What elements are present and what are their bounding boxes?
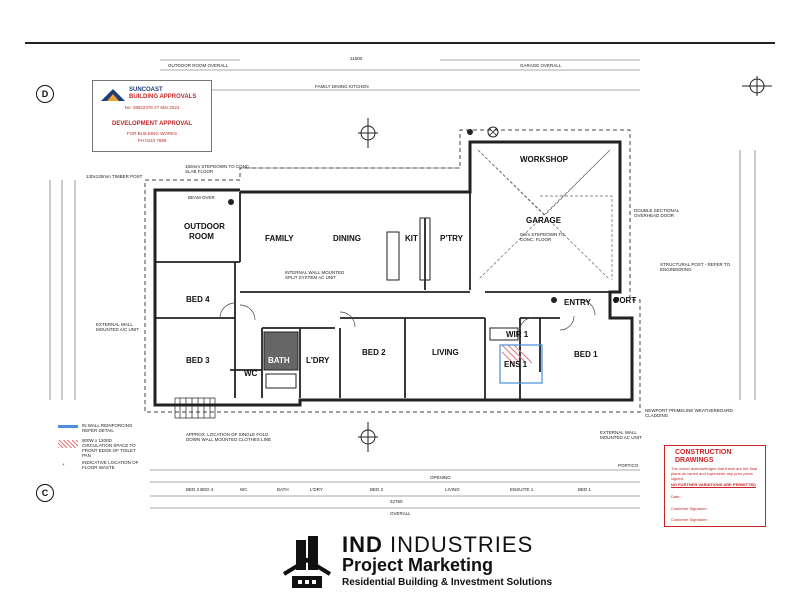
dim-living: LIVING <box>445 487 460 492</box>
note-timber-post: 130x130mm TIMBER POST <box>86 174 143 179</box>
construction-sig-1: Customer Signature: <box>671 506 708 511</box>
room-pantry: P'TRY <box>440 234 463 243</box>
room-laundry: L'DRY <box>306 356 330 365</box>
stamp-brand-2: BUILDING APPROVALS <box>129 94 197 100</box>
room-bed-4: BED 4 <box>186 295 210 304</box>
room-dining: DINING <box>333 234 361 243</box>
note-garage-stepdown: 0mm STEPDOWN TO CONC. FLOOR <box>520 232 565 242</box>
grid-marker-c: C <box>36 484 54 502</box>
construction-variations: NO FURTHER VARIATIONS ARE PERMITTED <box>671 482 757 487</box>
room-wir-1: WIR 1 <box>506 330 529 339</box>
dim-overall-bottom: OVERALL <box>390 511 411 516</box>
dim-bath: BATH <box>277 487 289 492</box>
stamp-ref: No: 39922376 27 Mar 2024 <box>124 105 180 110</box>
note-beam-over: BEAM OVER <box>188 195 215 200</box>
note-clothes-line: APPROX. LOCATION OF SINGLE FOLD DOWN WAL… <box>186 432 272 442</box>
footer-brand-rest: INDUSTRIES <box>390 532 534 557</box>
dim-opening: OPENING <box>430 475 451 480</box>
construction-sig-2: Customer Signature: <box>671 517 708 522</box>
dim-ensuite: ENSUITE 1 <box>510 487 534 492</box>
stamp-line-2: PH 0410 7888 <box>137 138 167 143</box>
note-stepdown: 160mm STEPDOWN TO CONC. SLAB FLOOR <box>185 164 251 174</box>
dim-bed-3-4: BED 3 BED 4 <box>186 487 214 492</box>
dim-bed-2: BED 2 <box>370 487 384 492</box>
note-ext-ac-2: EXTERNAL WALL MOUNTED AC UNIT <box>600 430 642 440</box>
construction-title-1: CONSTRUCTION <box>675 449 732 456</box>
legend-text-floor-waste: INDICATIVE LOCATION OF FLOOR WASTE <box>82 460 139 470</box>
stamp-line-1: FOR BUILDING WORKS <box>126 131 178 136</box>
floor-plan <box>49 59 772 509</box>
room-entry: ENTRY <box>564 298 591 307</box>
approval-stamp: SUNCOAST BUILDING APPROVALS No: 39922376… <box>92 80 212 152</box>
note-split-system: INTERNAL WALL MOUNTED SPLIT SYSTEM AC UN… <box>285 270 345 280</box>
dim-garage-overall: GARAGE OVERALL <box>520 63 562 68</box>
legend-swatch-reinforcing <box>58 425 78 428</box>
dim-wc: WC <box>240 487 248 492</box>
room-outdoor-2: ROOM <box>189 232 214 241</box>
legend-text-reinforcing: IN WALL REINFORCING REFER DETAIL <box>82 423 133 433</box>
construction-title-2: DRAWINGS <box>675 457 714 464</box>
construction-note: The owner acknowledges that these are th… <box>671 466 758 481</box>
legend-text-circulation: 900W x 1200D CIRCULATION SPACE TO FRONT … <box>82 438 136 458</box>
stamp-brand-1: SUNCOAST <box>129 87 163 93</box>
room-bed-2: BED 2 <box>362 348 386 357</box>
note-cladding: NEWPORT PRIMELINE WEATHERBOARD CLADDING <box>645 408 733 418</box>
stamp-dev-approval: DEVELOPMENT APPROVAL <box>111 121 192 127</box>
room-wc: WC <box>244 369 258 378</box>
footer-subtitle: Project Marketing <box>342 555 494 575</box>
room-garage: GARAGE <box>526 216 562 225</box>
footer-tagline: Residential Building & Investment Soluti… <box>342 577 553 588</box>
sheet-top-border <box>25 42 775 44</box>
room-ensuite-1: ENS 1 <box>504 360 528 369</box>
construction-drawings-box: CONSTRUCTION DRAWINGS The owner acknowle… <box>664 445 766 527</box>
internal-walls <box>155 192 620 400</box>
legend-swatch-circulation <box>58 440 78 448</box>
room-porch: PORT <box>614 296 637 305</box>
legend-floor-waste-icon: + <box>62 462 65 467</box>
ind-building-logo-icon <box>282 536 332 588</box>
dim-laundry: L'DRY <box>310 487 323 492</box>
grid-marker-d: D <box>36 85 54 103</box>
note-structural-post: STRUCTURAL POST - REFER TO ENGINEERING <box>660 262 731 272</box>
room-bed-3: BED 3 <box>186 356 210 365</box>
suncoast-logo-icon <box>101 89 125 101</box>
dim-bottom-total: 22760 <box>390 499 403 504</box>
dim-portico: PORTICO <box>618 463 639 468</box>
room-living: LIVING <box>432 348 459 357</box>
dim-family-dining-kitchen: FAMILY DINING KITCHEN <box>315 84 369 89</box>
dim-bed-1: BED 1 <box>578 487 592 492</box>
note-ext-ac: EXTERNAL WALL MOUNTED A/C UNIT <box>96 322 140 332</box>
footer-brand: IND INDUSTRIES <box>342 532 533 558</box>
room-bed-1: BED 1 <box>574 350 598 359</box>
room-workshop: WORKSHOP <box>520 155 568 164</box>
room-family: FAMILY <box>265 234 294 243</box>
dim-outdoor-room-overall: OUTDOOR ROOM OVERALL <box>168 63 229 68</box>
room-bath: BATH <box>268 356 290 365</box>
construction-date: Date: <box>671 494 681 499</box>
note-double-door: DOUBLE SECTIONAL OVERHEAD DOOR <box>634 208 680 218</box>
room-kitchen: KIT <box>405 234 418 243</box>
footer-brand-bold: IND <box>342 532 383 557</box>
external-walls <box>153 140 634 407</box>
roof-outline <box>144 129 641 413</box>
room-outdoor: OUTDOOR <box>184 222 225 231</box>
dim-overall-top: 11600 <box>350 56 363 61</box>
